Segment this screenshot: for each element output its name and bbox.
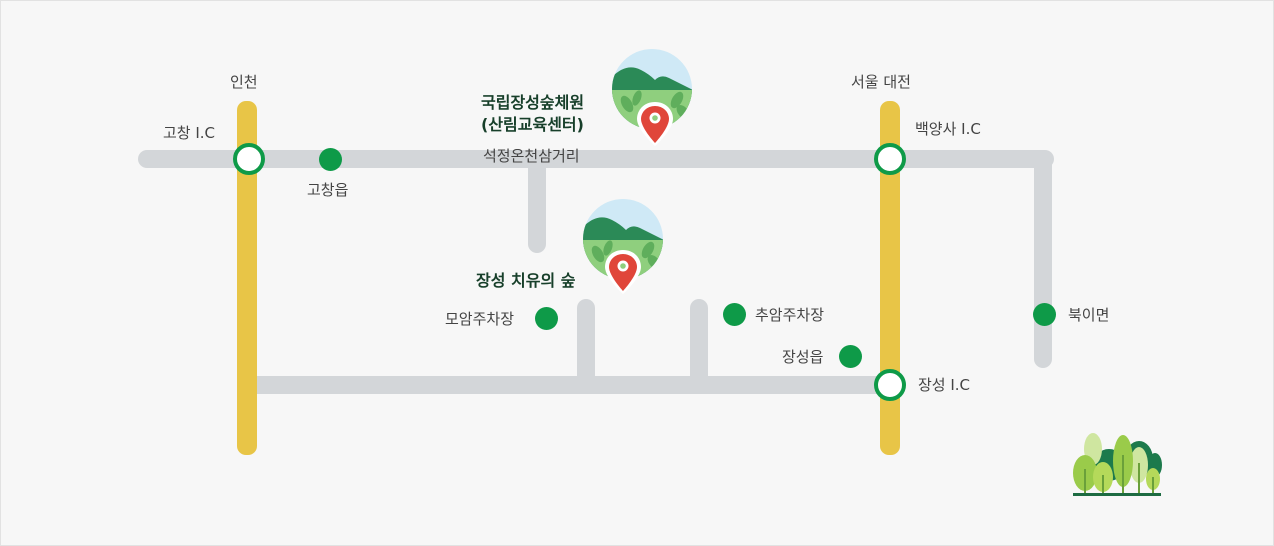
road-seokjeong-stub [528, 150, 546, 253]
interchange-label-jangseong: 장성 I.C [918, 376, 971, 394]
place-label-chuam-parking: 추암주차장 [755, 306, 825, 324]
highway-left [237, 101, 257, 455]
landmark-label-healing-forest: 장성 치유의 숲 [476, 271, 576, 290]
landmark-name: 국립장성숲체원 [481, 93, 585, 112]
landmark-marker-forest-center[interactable] [611, 48, 693, 148]
place-label-gochang-eup: 고창읍 [307, 181, 349, 199]
place-dot-gochang-eup[interactable] [319, 148, 342, 171]
landmark-label-forest-center: 국립장성숲체원 (산림교육센터) [481, 92, 584, 136]
interchange-marker-jangseong[interactable] [874, 369, 906, 401]
map-pin-icon [612, 49, 692, 146]
place-dot-moam-parking[interactable] [535, 307, 558, 330]
road-right-vertical [1034, 150, 1052, 368]
map-pin-icon [583, 199, 663, 294]
road-moam-stub [577, 299, 595, 389]
road-bottom-horizontal [251, 376, 891, 394]
place-dot-chuam-parking[interactable] [723, 303, 746, 326]
interchange-marker-baegyangsa[interactable] [874, 143, 906, 175]
highway-right [880, 101, 900, 455]
place-label-bugi-myeon: 북이면 [1068, 306, 1110, 324]
road-top-horizontal [138, 150, 1054, 168]
highway-label-incheon: 인천 [230, 73, 258, 91]
place-dot-bugi-myeon[interactable] [1033, 303, 1056, 326]
road-chuam-stub [690, 299, 708, 389]
interchange-marker-gochang[interactable] [233, 143, 265, 175]
interchange-label-gochang: 고창 I.C [163, 124, 216, 142]
forest-icon [1071, 429, 1163, 497]
place-dot-jangseong-eup[interactable] [839, 345, 862, 368]
place-label-jangseong-eup: 장성읍 [782, 348, 824, 366]
landmark-subname: (산림교육센터) [481, 115, 584, 134]
place-label-moam-parking: 모암주차장 [445, 310, 515, 328]
highway-label-seoul-daejeon: 서울 대전 [851, 73, 911, 91]
place-label-seokjeong-junction: 석정온천삼거리 [483, 147, 580, 165]
interchange-label-baegyangsa: 백양사 I.C [915, 120, 981, 138]
landmark-marker-healing-forest[interactable] [582, 198, 664, 298]
